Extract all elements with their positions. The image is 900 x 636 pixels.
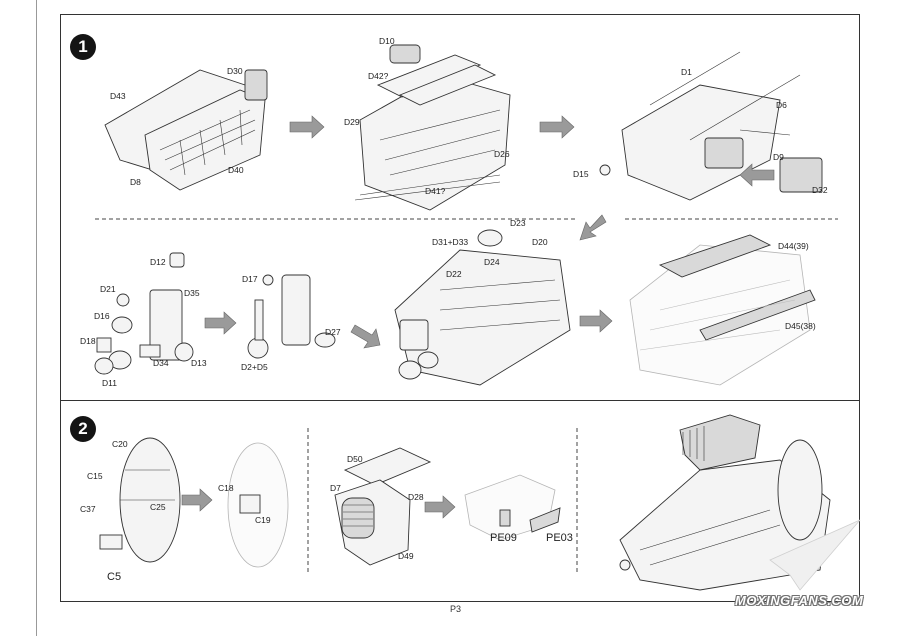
part-label: D49 [398,551,414,561]
firewall-ghost [227,442,289,568]
part-label: PE09 [490,532,517,544]
part-label: C37 [80,504,96,514]
arrow-right-1 [289,115,325,139]
arrow-right-6 [424,495,456,519]
part-label: D15 [573,169,589,179]
part-label: D26 [494,149,510,159]
part-label: D13 [191,358,207,368]
engine-assembled-top [599,51,823,201]
part-label: D22 [446,269,462,279]
part-label: D16 [94,311,110,321]
part-label: D41? [425,186,446,196]
part-label: D44(39) [778,241,809,251]
part-label: C18 [218,483,234,493]
radiator-housing [334,447,432,566]
part-label: D29 [344,117,360,127]
part-label: D31+D33 [432,237,469,247]
part-label: D2+D5 [241,362,268,372]
part-label: D34 [153,358,169,368]
part-label: D6 [776,100,787,110]
page-number: P3 [450,604,462,614]
engine-ghost-with-covers [629,234,816,386]
part-label: D24 [484,257,500,267]
arrow-right-5 [181,488,213,512]
cylinder-block-middle [354,44,511,211]
arrow-right-4 [579,309,613,333]
part-label: D40 [228,165,244,175]
section-divider [60,400,860,401]
part-label: D10 [379,36,395,46]
part-label: D21 [100,284,116,294]
part-label: D28 [408,492,424,502]
part-label: D12 [150,257,166,267]
part-label: C15 [87,471,103,481]
arrow-right-3 [204,311,237,335]
binder-margin-line [36,0,37,636]
part-label: D43 [110,91,126,101]
pump-subassembly [247,274,336,359]
part-label: C5 [107,571,122,583]
part-label: D7 [330,483,341,493]
arrow-down-left [579,214,607,241]
engine-with-accessories [394,229,571,386]
part-label: D17 [242,274,258,284]
watermark-paper-plane [769,519,861,591]
arrow-down-right [350,324,381,349]
engine-block-parts [104,69,268,191]
radiator-ghost-with-photoetch [464,474,561,541]
part-label: D8 [130,177,141,187]
step-1-badge: 1 [70,34,96,60]
part-label: D45(38) [785,321,816,331]
part-label: D23 [510,218,526,228]
part-label: D9 [773,152,784,162]
part-label: D50 [347,454,363,464]
part-label: C20 [112,439,128,449]
part-label: D27 [325,327,341,337]
part-label: D11 [102,378,117,388]
part-label: D20 [532,237,548,247]
part-label: D1 [681,67,692,77]
part-label: D35 [184,288,200,298]
arrow-left-1 [739,163,775,187]
part-label: D18 [80,336,96,346]
small-parts-exploded [94,252,194,375]
watermark-text: MOXINGFANS.COM [735,593,864,608]
part-label: C19 [255,515,271,525]
part-label: D42? [368,71,389,81]
arrow-right-2 [539,115,575,139]
part-label: C25 [150,502,166,512]
part-label: PE03 [546,532,573,544]
firewall-panel [99,437,181,563]
part-label: D32 [812,185,828,195]
part-label: D30 [227,66,243,76]
step-2-badge: 2 [70,416,96,442]
instruction-frame [60,14,860,602]
